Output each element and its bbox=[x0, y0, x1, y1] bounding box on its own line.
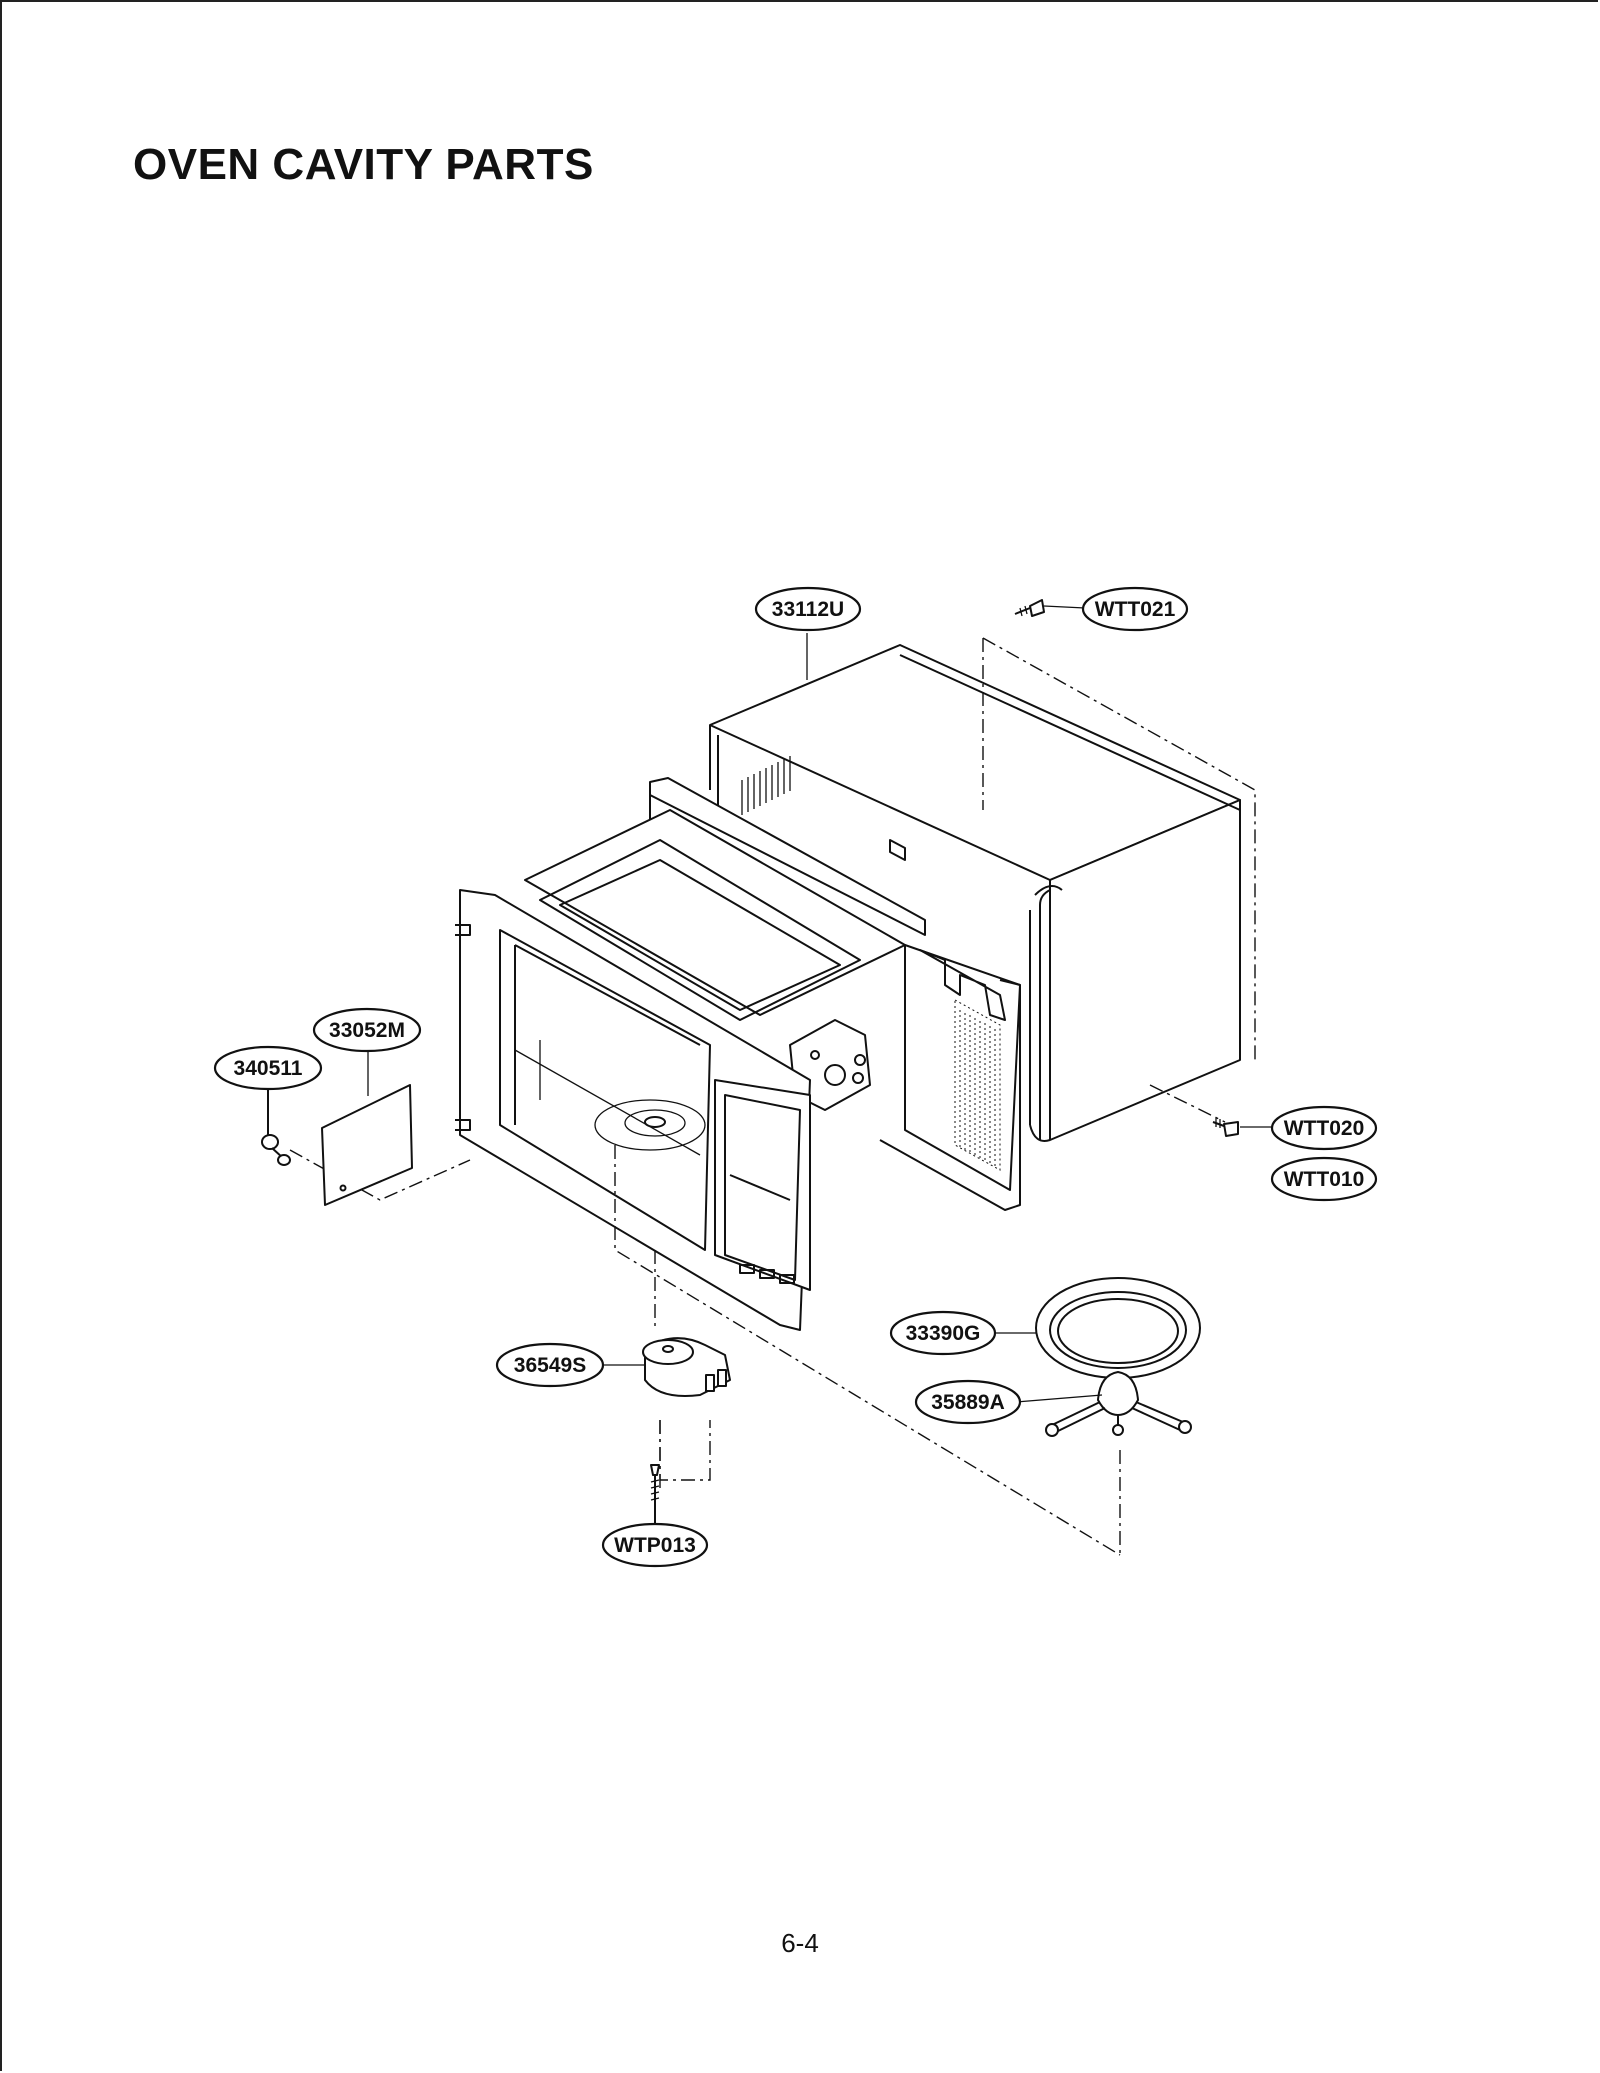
callout-35889A: 35889A bbox=[914, 1379, 1022, 1425]
callout-WTP013: WTP013 bbox=[601, 1522, 709, 1568]
cover-plate-drawing bbox=[321, 1084, 413, 1206]
roller-ring-drawing bbox=[1045, 1371, 1192, 1437]
callout-35889A-text: 35889A bbox=[931, 1391, 1005, 1414]
page-number: 6-4 bbox=[781, 1928, 819, 1958]
outer-case-drawing bbox=[709, 644, 1241, 1142]
callout-WTT021-text: WTT021 bbox=[1095, 598, 1176, 621]
callout-WTT020: WTT020 bbox=[1270, 1105, 1378, 1151]
callout-WTT020-text: WTT020 bbox=[1284, 1117, 1365, 1140]
glass-tray-drawing bbox=[1035, 1277, 1201, 1379]
callout-33390G: 33390G bbox=[889, 1310, 997, 1356]
page-title: OVEN CAVITY PARTS bbox=[133, 140, 594, 189]
callout-340511-text: 340511 bbox=[234, 1057, 303, 1080]
callout-WTT010: WTT010 bbox=[1270, 1156, 1378, 1202]
motor-screw-drawing bbox=[650, 1464, 660, 1525]
fastener-drawing bbox=[261, 1080, 291, 1166]
callout-33052M-text: 33052M bbox=[329, 1019, 405, 1042]
oven-cavity-drawing bbox=[455, 777, 1021, 1331]
callout-WTP013-text: WTP013 bbox=[614, 1534, 696, 1557]
callout-WTT010-text: WTT010 bbox=[1284, 1168, 1365, 1191]
callout-36549S: 36549S bbox=[495, 1342, 605, 1388]
callout-33390G-text: 33390G bbox=[906, 1322, 981, 1345]
motor-drawing bbox=[642, 1337, 731, 1397]
callout-36549S-text: 36549S bbox=[514, 1354, 586, 1377]
assembly-guide-lines bbox=[289, 637, 1256, 1556]
callout-33052M: 33052M bbox=[312, 1007, 422, 1053]
callout-340511: 340511 bbox=[213, 1045, 323, 1091]
callout-33112U-text: 33112U bbox=[772, 598, 844, 621]
case-screws-drawing bbox=[1014, 599, 1239, 1137]
callout-WTT021: WTT021 bbox=[1081, 586, 1189, 632]
callout-33112U: 33112U bbox=[754, 586, 862, 632]
